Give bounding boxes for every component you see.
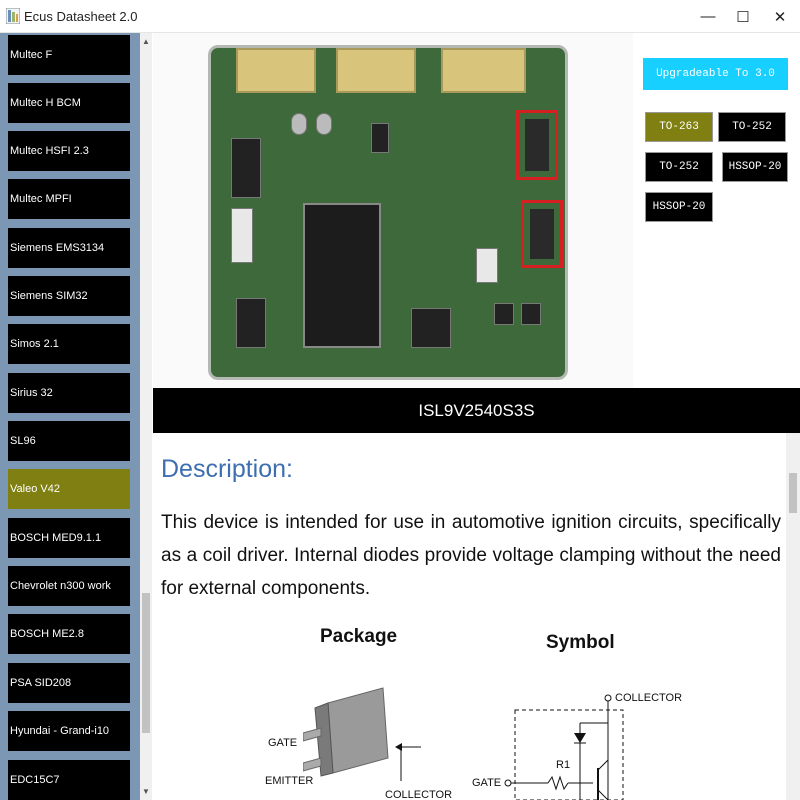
chip-image (494, 303, 514, 325)
main-processor-chip (303, 203, 381, 348)
sidebar-item[interactable]: BOSCH ME2.8 (8, 614, 130, 654)
package-button[interactable]: TO-252 (718, 112, 786, 142)
upgrade-button[interactable]: Upgradeable To 3.0 (643, 58, 788, 90)
sidebar-scroll-thumb[interactable] (142, 593, 150, 733)
title-bar: Ecus Datasheet 2.0 — ☐ ✕ (0, 0, 800, 33)
gate-label: GATE (268, 737, 298, 749)
sidebar-item[interactable]: Multec MPFI (8, 179, 130, 219)
package-button[interactable]: HSSOP-20 (645, 192, 713, 222)
highlighted-package (516, 110, 558, 180)
r1-label: R1 (556, 759, 571, 771)
maximize-button[interactable]: ☐ (736, 8, 750, 26)
package-button[interactable]: HSSOP-20 (722, 152, 788, 182)
scroll-down-arrow-icon[interactable]: ▼ (142, 787, 150, 796)
chip-image (231, 138, 261, 198)
sidebar-item[interactable]: Hyundai - Grand-i10 (8, 711, 130, 751)
sidebar-item-active[interactable]: Valeo V42 (8, 469, 130, 509)
pcb-board-image (208, 45, 568, 380)
chip-image (236, 298, 266, 348)
emitter-label: EMITTER (265, 775, 314, 787)
component-image (476, 248, 498, 283)
chip-image (411, 308, 451, 348)
sidebar-item[interactable]: PSA SID208 (8, 663, 130, 703)
connector-image (336, 48, 416, 93)
content-scroll-thumb[interactable] (789, 473, 797, 513)
connector-image (441, 48, 526, 93)
sidebar-item[interactable]: BOSCH MED9.1.1 (8, 518, 130, 558)
scroll-up-arrow-icon[interactable]: ▲ (142, 37, 150, 46)
symbol-gate-label: GATE (472, 777, 502, 789)
part-name-bar: ISL9V2540S3S (153, 388, 800, 433)
package-figure-title: Package (320, 626, 398, 647)
close-button[interactable]: ✕ (773, 8, 787, 26)
description-text: This device is intended for use in autom… (161, 512, 781, 599)
capacitor-image (291, 113, 307, 135)
sidebar-item[interactable]: Multec H BCM (8, 83, 130, 123)
chip-image (521, 303, 541, 325)
sidebar-item[interactable]: EDC15C7 (8, 760, 130, 800)
part-name: ISL9V2540S3S (418, 400, 535, 420)
ecu-sidebar: Multec F Multec H BCM Multec HSFI 2.3 Mu… (0, 33, 140, 800)
datasheet-app-icon (6, 8, 20, 24)
content-scrollbar[interactable] (786, 433, 800, 800)
symbol-collector-label: COLLECTOR (615, 692, 683, 704)
highlighted-package (521, 200, 563, 268)
window-title: Ecus Datasheet 2.0 (24, 9, 138, 24)
sidebar-item[interactable]: Multec HSFI 2.3 (8, 131, 130, 171)
description-heading: Description: (161, 455, 293, 483)
package-button[interactable]: TO-252 (645, 152, 713, 182)
sidebar-item[interactable]: Siemens EMS3134 (8, 228, 130, 268)
sidebar-scrollbar[interactable]: ▲ ▼ (140, 33, 152, 800)
package-collector-label: COLLECTOR (385, 789, 453, 800)
sidebar-item[interactable]: Siemens SIM32 (8, 276, 130, 316)
sidebar-item[interactable]: SL96 (8, 421, 130, 461)
collector-arrow-icon (395, 743, 421, 781)
symbol-figure-title: Symbol (546, 632, 615, 653)
package-button-active[interactable]: TO-263 (645, 112, 713, 142)
capacitor-image (316, 113, 332, 135)
sidebar-item[interactable]: Chevrolet n300 work (8, 566, 130, 606)
connector-image (236, 48, 316, 93)
ecu-board-photo (153, 33, 633, 388)
package-drawing (303, 687, 389, 777)
sidebar-item[interactable]: Simos 2.1 (8, 324, 130, 364)
datasheet-content: Description: This device is intended for… (153, 433, 786, 800)
minimize-button[interactable]: — (700, 8, 716, 25)
sidebar-item[interactable]: Sirius 32 (8, 373, 130, 413)
chip-image (371, 123, 389, 153)
component-image (231, 208, 253, 263)
sidebar-item[interactable]: Multec F (8, 35, 130, 75)
igbt-symbol-drawing (504, 694, 624, 800)
